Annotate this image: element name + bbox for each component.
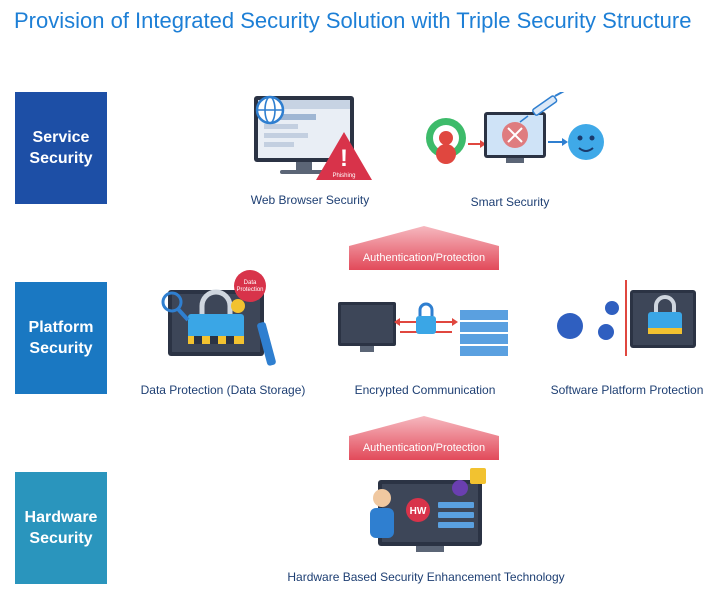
tv-scan-icon xyxy=(484,112,546,163)
radar-target-icon xyxy=(426,118,466,164)
lock-icon xyxy=(416,302,436,334)
coin-icon xyxy=(231,299,245,313)
warning-icon: ! Phishing xyxy=(316,132,372,180)
person-icon xyxy=(370,489,394,538)
software-platform-protection-illustration xyxy=(557,280,696,356)
web-browser-security-label: Web Browser Security xyxy=(250,193,370,207)
connector-band-upper xyxy=(349,226,499,270)
connector-band-lower xyxy=(349,416,499,460)
virus-icon xyxy=(557,301,619,340)
settings-icon xyxy=(452,480,468,496)
happy-face-icon xyxy=(568,124,604,160)
phishing-badge-text: Phishing xyxy=(332,173,355,179)
tv-lock-icon xyxy=(630,290,696,348)
web-browser-security-illustration: ! Phishing xyxy=(254,95,372,180)
hw-badge-text: HW xyxy=(410,506,427,517)
hardware-security-illustration: HW xyxy=(370,468,486,552)
software-platform-protection-label: Software Platform Protection xyxy=(550,383,704,397)
tier-label-line1: Hardware xyxy=(24,509,98,526)
data-protection-label: Data Protection (Data Storage) xyxy=(140,383,306,397)
svg-text:!: ! xyxy=(340,145,348,172)
tier-label-line2: Security xyxy=(29,530,93,547)
data-protection-illustration: Data Protection xyxy=(161,270,276,366)
tier-label-line2: Security xyxy=(29,150,93,167)
tier-label-line1: Platform xyxy=(28,319,94,336)
smart-security-illustration xyxy=(426,92,604,164)
hw-chip-icon: HW xyxy=(406,498,430,522)
server-icon xyxy=(460,310,508,356)
tier-label-line1: Service xyxy=(32,129,90,146)
usb-stick-icon xyxy=(257,322,276,366)
page-title: Provision of Integrated Security Solutio… xyxy=(14,8,692,33)
magnifier-icon xyxy=(161,291,190,322)
data-badge-line1: Data xyxy=(244,280,257,286)
smart-security-label: Smart Security xyxy=(470,195,550,209)
tier-label-line2: Security xyxy=(29,340,93,357)
syringe-icon xyxy=(519,92,565,123)
processor-icon xyxy=(470,468,486,484)
globe-icon xyxy=(255,95,285,125)
connector-label-lower: Authentication/Protection xyxy=(362,442,486,454)
data-protection-badge-icon: Data Protection xyxy=(234,270,266,302)
connector-label-upper: Authentication/Protection xyxy=(362,252,486,264)
encrypted-communication-label: Encrypted Communication xyxy=(354,383,496,397)
encrypted-communication-illustration xyxy=(338,302,508,356)
hardware-security-label: Hardware Based Security Enhancement Tech… xyxy=(287,570,565,584)
tv-icon xyxy=(338,302,396,352)
data-badge-line2: Protection xyxy=(236,287,263,293)
